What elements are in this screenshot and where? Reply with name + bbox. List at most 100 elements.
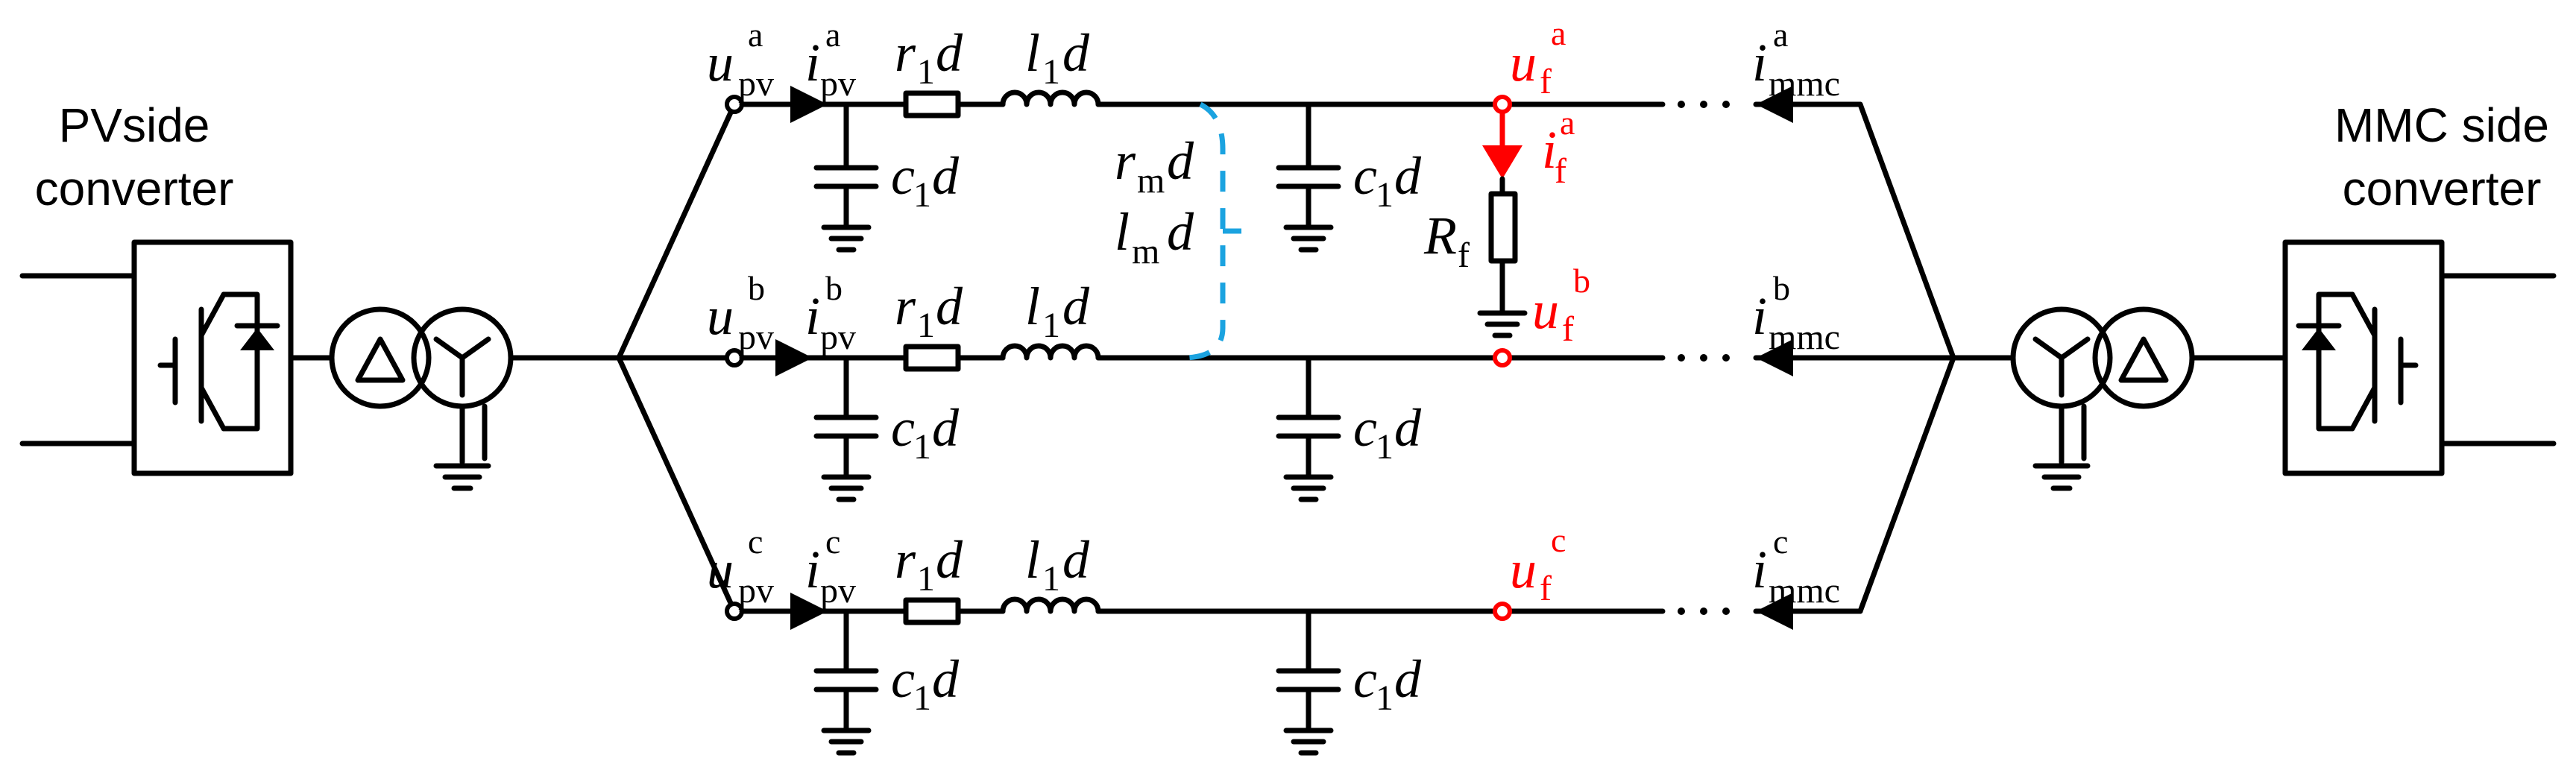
label-i-mmc-b: i mmc b [1752,269,1840,357]
svg-text:c: c [1773,523,1788,561]
svg-text:l: l [1115,202,1130,262]
current-arrow-icon [1756,86,1793,123]
pv-converter-title-line1: PVside [59,98,210,152]
label-i-mmc-a: i mmc a [1752,16,1840,104]
mmc-converter-title-line2: converter [2343,162,2542,215]
pv-side-converter: PVside converter [19,98,294,476]
svg-text:mmc: mmc [1769,571,1840,610]
svg-text:i: i [805,540,820,599]
label-r1d-c: r 1 d [895,530,963,599]
svg-text:1: 1 [1042,306,1060,345]
svg-text:b: b [825,269,843,307]
svg-text:c: c [1353,649,1377,709]
fault-node-c [1493,602,1512,621]
ground-icon [2032,403,2091,491]
label-c1d-left-b: c 1 d [891,398,960,467]
svg-text:1: 1 [1042,52,1060,92]
svg-text:f: f [1562,309,1574,349]
svg-text:r: r [895,530,916,590]
svg-text:d: d [1062,23,1090,83]
svg-text:u: u [1510,33,1537,92]
phase-c-line [725,593,1863,630]
svg-text:d: d [1167,202,1194,262]
svg-text:f: f [1540,569,1552,608]
fault-resistor-icon [1488,191,1518,264]
svg-text:c: c [748,523,763,561]
svg-text:mmc: mmc [1769,64,1840,104]
label-l1d-b: l 1 d [1025,277,1090,345]
capacitor-icon [1276,355,1341,502]
svg-text:u: u [707,33,734,92]
svg-text:mmc: mmc [1769,318,1840,357]
svg-text:d: d [1394,398,1422,458]
svg-text:d: d [932,649,960,709]
svg-text:u: u [707,286,734,346]
label-i-pv-b: i pv b [805,269,856,357]
svg-text:l: l [1025,277,1040,336]
phase-b-line [725,339,1863,376]
svg-text:d: d [936,277,963,336]
label-u-pv-b: u pv b [707,269,774,357]
capacitor-icon [1276,101,1341,253]
igbt-diode-icon [2296,291,2419,432]
svg-text:c: c [891,398,915,458]
label-lmd: l m d [1115,202,1194,271]
fault-node-a [1493,95,1512,114]
pv-converter-box [131,239,294,476]
svg-text:1: 1 [913,175,931,215]
label-i-pv-c: i pv c [805,523,856,610]
svg-text:pv: pv [738,318,774,357]
mmc-converter-title-line1: MMC side [2334,98,2549,152]
svg-text:i: i [1752,33,1767,92]
label-r1d-a: r 1 d [895,23,963,92]
svg-text:d: d [936,23,963,83]
svg-text:b: b [748,269,765,307]
svg-text:R: R [1423,206,1457,265]
svg-text:m: m [1132,232,1159,271]
svg-text:i: i [805,286,820,346]
svg-text:f: f [1555,151,1566,191]
capacitor-icon [1276,608,1341,756]
svg-text:d: d [932,398,960,458]
svg-text:l: l [1025,23,1040,83]
current-arrow-icon [790,86,828,123]
label-c1d-left-c: c 1 d [891,649,960,718]
capacitor-icon [813,101,879,253]
label-r1d-b: r 1 d [895,277,963,345]
pv-converter-title-line2: converter [35,162,234,215]
fault-branch [1477,95,1528,621]
svg-text:f: f [1458,236,1470,275]
label-i-mmc-c: i mmc c [1752,523,1840,610]
label-u-pv-a: u pv a [707,16,774,104]
svg-text:d: d [936,530,963,590]
svg-text:r: r [895,277,916,336]
svg-text:u: u [707,540,734,599]
igbt-diode-icon [157,291,280,432]
phase-a-line [725,86,1863,123]
svg-text:i: i [1752,286,1767,346]
label-u-pv-c: u pv c [707,523,774,610]
svg-text:1: 1 [917,306,935,345]
svg-text:d: d [1062,277,1090,336]
label-l1d-a: l 1 d [1025,23,1090,92]
pv-transformer-icon [288,306,622,461]
label-rmd: r m d [1115,131,1194,201]
label-c1d-mid-b: c 1 d [1353,398,1422,467]
svg-text:1: 1 [917,559,935,599]
label-uf-b: u f b [1532,262,1590,349]
fault-node-b [1493,348,1512,367]
current-arrow-icon [1756,593,1793,630]
mmc-transformer-icon [2010,306,2288,461]
svg-text:pv: pv [820,571,856,610]
label-c1d-mid-a: c 1 d [1353,146,1422,215]
svg-text:i: i [805,33,820,92]
current-arrow-icon [790,593,828,630]
svg-text:1: 1 [1376,427,1394,467]
svg-text:b: b [1573,262,1590,300]
capacitor-icon [813,608,879,756]
svg-text:u: u [1510,540,1537,599]
svg-text:1: 1 [917,52,935,92]
mmc-converter-box [2282,239,2445,476]
svg-text:u: u [1532,280,1559,340]
svg-text:a: a [1773,16,1788,54]
